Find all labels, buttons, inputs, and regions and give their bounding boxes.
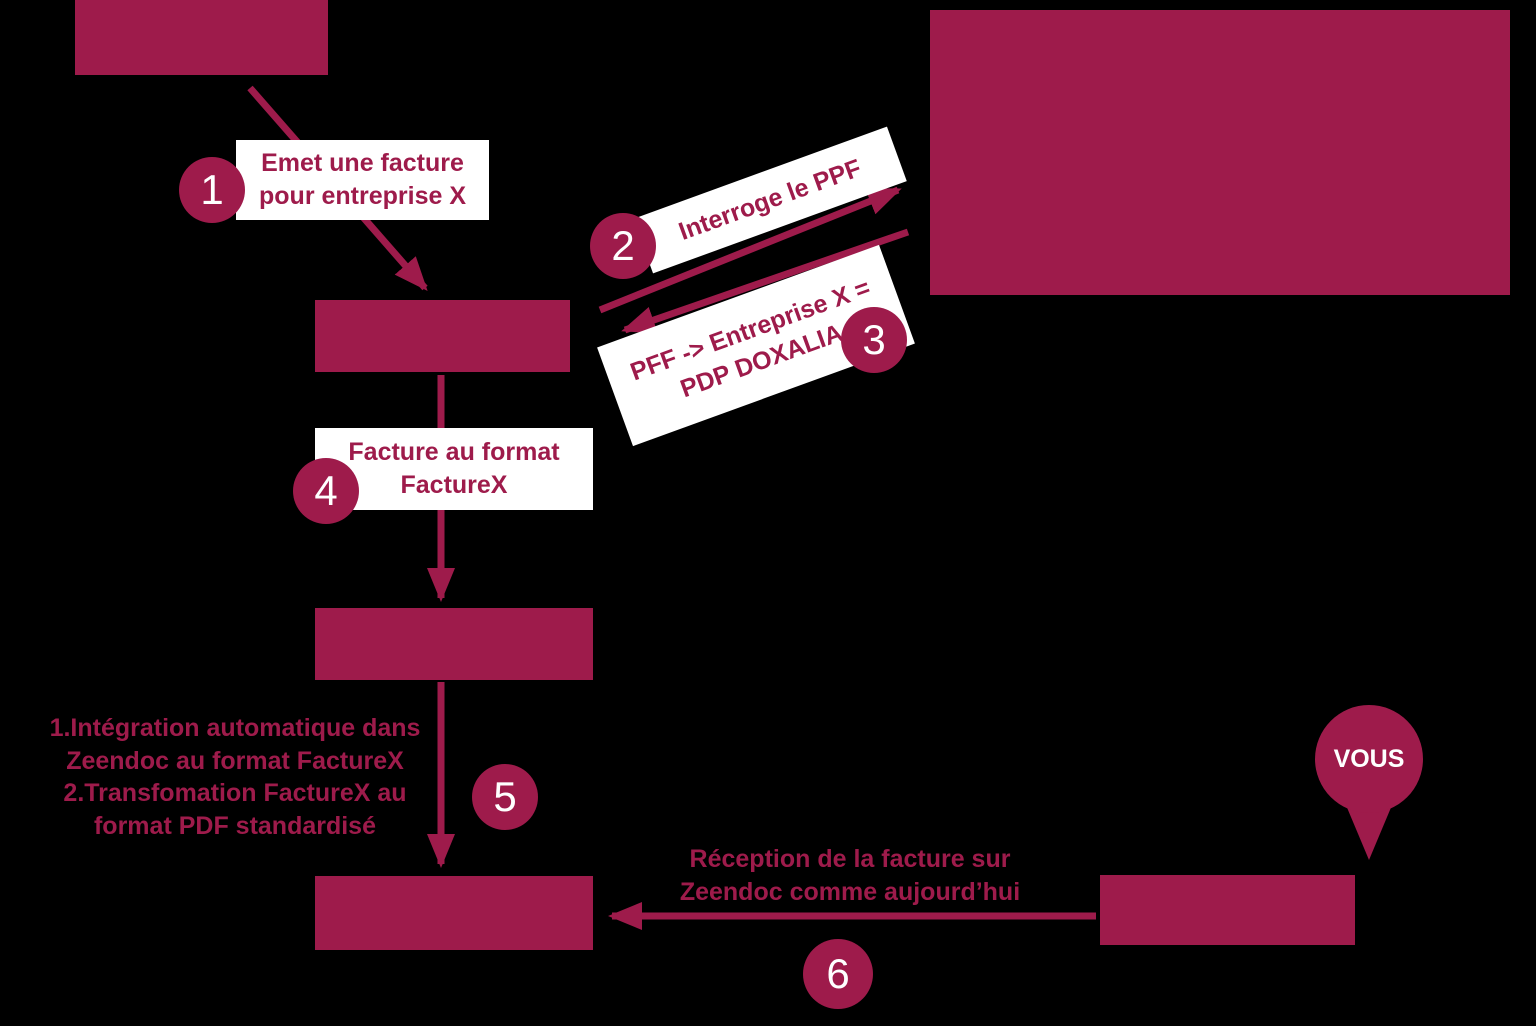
step4-label: Facture au format FactureX xyxy=(315,428,593,510)
flow-box-ppf-large xyxy=(930,10,1510,295)
arrow-step2 xyxy=(598,186,902,314)
flow-box-middle xyxy=(315,300,570,372)
step4-badge: 4 xyxy=(293,458,359,524)
step1-label: Emet une facture pour entreprise X xyxy=(236,140,489,220)
step1-badge: 1 xyxy=(179,157,245,223)
step6-note: Réception de la facture sur Zeendoc comm… xyxy=(679,845,1021,906)
step6-badge: 6 xyxy=(803,939,873,1009)
step3-badge: 3 xyxy=(841,307,907,373)
flow-box-bottom-right xyxy=(1100,875,1355,945)
arrow-step3 xyxy=(621,228,910,334)
flow-box-top-left xyxy=(75,0,328,75)
flow-box-zeendoc xyxy=(315,876,593,950)
step5-note: 1.Intégration automatique dans Zeendoc a… xyxy=(49,714,421,840)
map-pin-vous: VOUS xyxy=(1315,705,1423,813)
flow-box-pdp xyxy=(315,608,593,680)
step2-badge: 2 xyxy=(590,213,656,279)
step5-badge: 5 xyxy=(472,764,538,830)
